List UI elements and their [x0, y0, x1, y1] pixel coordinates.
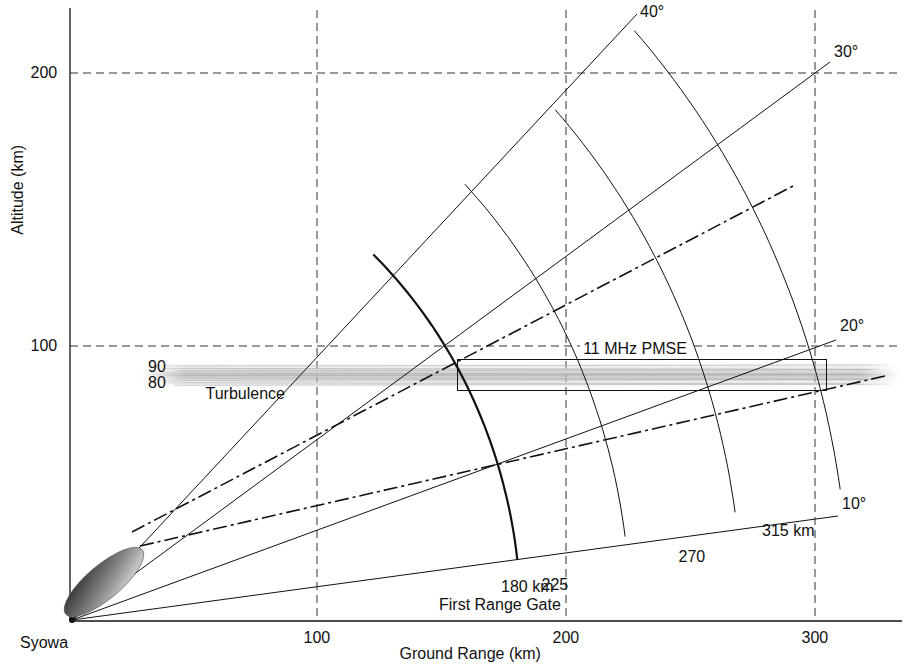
- altitude-label: 90: [148, 358, 166, 376]
- range-arcs: [373, 31, 840, 560]
- range-label: First Range Gate: [439, 596, 561, 614]
- station-dot: [69, 617, 75, 623]
- range-label: 225: [542, 576, 569, 594]
- elevation-lines: [72, 14, 838, 620]
- tick-label: 200: [553, 629, 580, 647]
- axes: [70, 8, 902, 621]
- region-label: 11 MHz PMSE: [580, 340, 690, 358]
- pmse-region-box: 11 MHz PMSE: [457, 359, 827, 391]
- beam-edges: [132, 185, 885, 546]
- range-arc: [465, 184, 625, 536]
- tick-label: 300: [802, 629, 829, 647]
- altitude-label: 80: [148, 374, 166, 392]
- angle-label: 10°: [842, 495, 866, 513]
- range-arc: [373, 255, 517, 560]
- grid: [70, 10, 900, 620]
- range-arc: [634, 31, 840, 490]
- tick-label: 100: [304, 629, 331, 647]
- tick-label: 200: [31, 64, 58, 82]
- range-label: 315 km: [762, 522, 814, 540]
- angle-label: 20°: [840, 317, 864, 335]
- range-arc: [555, 110, 735, 513]
- layer-label: Turbulence: [206, 385, 285, 403]
- antenna-beam: [55, 537, 153, 627]
- angle-label: 30°: [834, 43, 858, 61]
- axis-title: Ground Range (km): [400, 645, 541, 663]
- axis-title: Altitude (km): [9, 145, 27, 235]
- tick-label: 100: [31, 337, 58, 355]
- station-label: Syowa: [20, 634, 68, 652]
- range-label: 270: [679, 548, 706, 566]
- angle-label: 40°: [640, 3, 664, 21]
